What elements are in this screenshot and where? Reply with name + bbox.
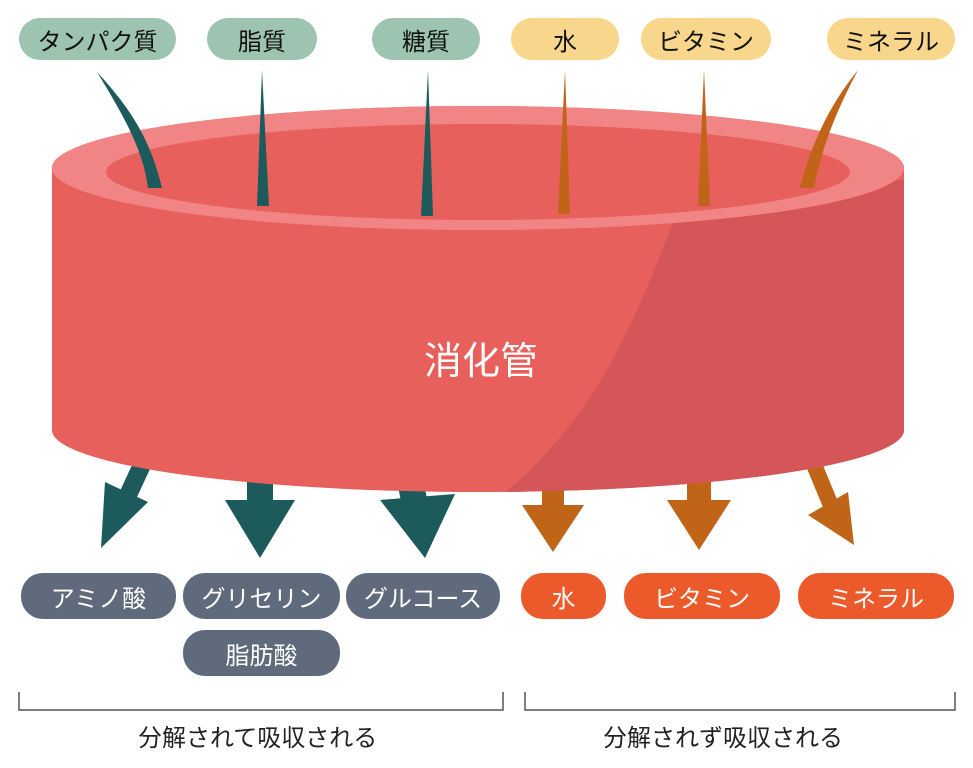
bracket-not-digested — [524, 692, 956, 711]
output-glycerin: グリセリン — [183, 573, 340, 619]
input-fat: 脂質 — [207, 18, 317, 60]
arrow-in-protein — [97, 72, 162, 188]
arrow-in-sugar — [421, 70, 433, 216]
center-label: 消化管 — [424, 339, 539, 383]
output-fatty-acid: 脂肪酸 — [183, 630, 340, 676]
bracket-digested — [18, 692, 504, 711]
arrow-in-vitamin — [698, 70, 710, 206]
output-glucose: グルコース — [346, 573, 500, 619]
input-arrows — [97, 70, 858, 216]
output-vitamin: ビタミン — [624, 573, 780, 619]
caption-not-digested: 分解されず吸収される — [603, 724, 843, 752]
arrow-in-fat — [257, 70, 269, 206]
output-amino-acid: アミノ酸 — [21, 573, 176, 619]
input-water: 水 — [511, 18, 619, 60]
input-protein: タンパク質 — [19, 18, 176, 60]
output-mineral: ミネラル — [798, 573, 954, 619]
arrow-in-mineral — [800, 70, 858, 188]
input-mineral: ミネラル — [827, 18, 955, 60]
output-water: 水 — [521, 573, 606, 619]
arrow-out-mineral — [802, 451, 854, 545]
input-vitamin: ビタミン — [641, 18, 771, 60]
digestive-tube — [52, 106, 904, 492]
input-sugar: 糖質 — [372, 18, 480, 60]
arrow-in-water — [558, 70, 570, 214]
caption-digested: 分解されて吸収される — [138, 724, 378, 752]
